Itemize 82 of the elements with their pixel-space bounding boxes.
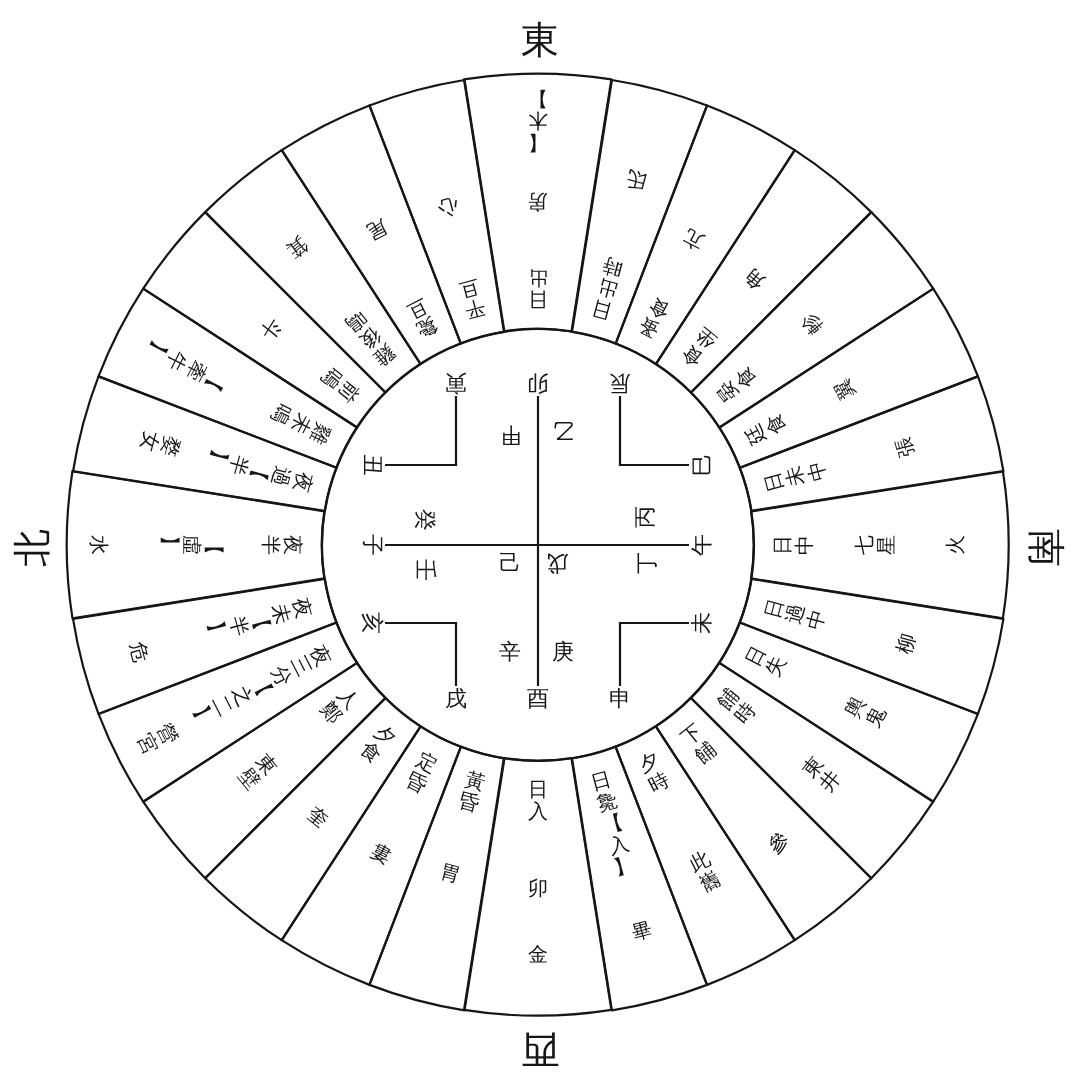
time-label: 日未中 — [760, 457, 830, 495]
mansion-label: 尾 — [363, 215, 392, 244]
mansion-label: 東井 — [797, 752, 845, 796]
time-label: 蚤食 — [634, 293, 673, 342]
direction-label: 東 — [520, 18, 560, 62]
stem-label: 甲 — [498, 422, 522, 448]
time-label: 毚旦 — [403, 293, 442, 342]
branch-label: 未 — [689, 610, 715, 636]
mansion-label: 斗 — [255, 313, 286, 344]
branch-label: 戌 — [443, 686, 469, 712]
time-label: 定昏 — [403, 748, 442, 797]
branch-label: 亥 — [359, 610, 385, 636]
mansion-label: 七星 — [853, 535, 897, 555]
mansion-label: 營宮 — [133, 719, 182, 758]
branch-label: 卯 — [525, 370, 551, 396]
time-label: 日過中 — [760, 595, 830, 633]
stem-label: 庚 — [551, 639, 575, 665]
time-label: 黃昏 — [456, 767, 488, 816]
element-label: 【木】 — [528, 89, 548, 155]
stem-label: 己 — [498, 550, 522, 576]
time-label: 夜未【半】 — [204, 595, 316, 644]
direction-label: 西 — [520, 1028, 560, 1072]
stem-label: 壬 — [412, 558, 438, 583]
time-label: 夜過【半】 — [204, 446, 316, 495]
branch-label: 辰 — [607, 370, 633, 396]
mansion-label: 畢 — [628, 917, 654, 944]
mansion-label: 此巂 — [685, 846, 724, 896]
mansion-label: 卯 — [528, 877, 548, 899]
mansion-label: 【牽牛】 — [142, 336, 230, 395]
time-label: 日出 — [528, 268, 548, 312]
time-label: 平旦 — [456, 274, 488, 323]
mansion-label: 危 — [125, 639, 153, 665]
branch-label: 午 — [689, 532, 715, 558]
time-label: 廷食 — [741, 410, 790, 449]
element-label: 金 — [528, 943, 548, 965]
mansion-label: 婺女 — [136, 428, 185, 460]
hook-line — [618, 621, 689, 686]
branch-label: 寅 — [443, 370, 469, 396]
mansion-label: 奎 — [303, 802, 333, 832]
mansion-label: 輿鬼 — [840, 692, 890, 731]
stem-label: 癸 — [412, 508, 438, 533]
stem-label: 丁 — [634, 551, 660, 576]
mansion-label: 婁 — [367, 838, 395, 868]
cross-line — [536, 396, 540, 686]
branch-label: 申 — [607, 686, 633, 712]
stem-label: 戊 — [546, 550, 570, 576]
time-label: 日毚【入】 — [588, 767, 637, 879]
direction-label: 南 — [1024, 528, 1068, 569]
branch-label: 丑 — [359, 452, 385, 478]
time-label: 日中 — [771, 535, 815, 555]
mansion-label: 【虛】 — [160, 535, 226, 555]
hook-line — [618, 396, 689, 467]
mansion-label: 東壁 — [234, 749, 282, 794]
time-label: 日出時 — [588, 253, 626, 323]
mansion-label: 氐 — [623, 166, 649, 194]
time-label: 夕時 — [634, 748, 673, 797]
mansion-label: 亢 — [679, 225, 708, 254]
mansion-label: 張 — [891, 434, 919, 460]
mansion-label: 參 — [763, 827, 794, 857]
mansion-label: 柳 — [892, 631, 920, 657]
stem-label: 辛 — [498, 639, 522, 665]
stem-label: 丙 — [632, 505, 658, 530]
mansion-label: 軫 — [796, 308, 827, 339]
branch-label: 子 — [359, 532, 385, 558]
mansion-label: 房 — [528, 192, 548, 214]
element-label: 水 — [89, 535, 111, 555]
mansion-label: 翼 — [830, 374, 859, 403]
stem-label: 乙 — [551, 417, 575, 443]
mansion-label: 角 — [738, 264, 768, 295]
branch-label: 酉 — [525, 686, 551, 712]
time-label: 夜半 — [261, 535, 305, 555]
time-label: 日失 — [741, 641, 790, 680]
branch-label: 巳 — [689, 452, 715, 478]
cross-line — [385, 543, 689, 547]
mansion-label: 箕 — [282, 232, 312, 263]
time-label: 日入 — [528, 778, 548, 822]
mansion-label: 胃 — [437, 859, 463, 886]
mansion-label: 心 — [434, 193, 460, 221]
hook-line — [385, 621, 458, 686]
direction-label: 北 — [10, 528, 54, 569]
element-label: 火 — [944, 535, 966, 555]
hook-line — [385, 396, 458, 467]
